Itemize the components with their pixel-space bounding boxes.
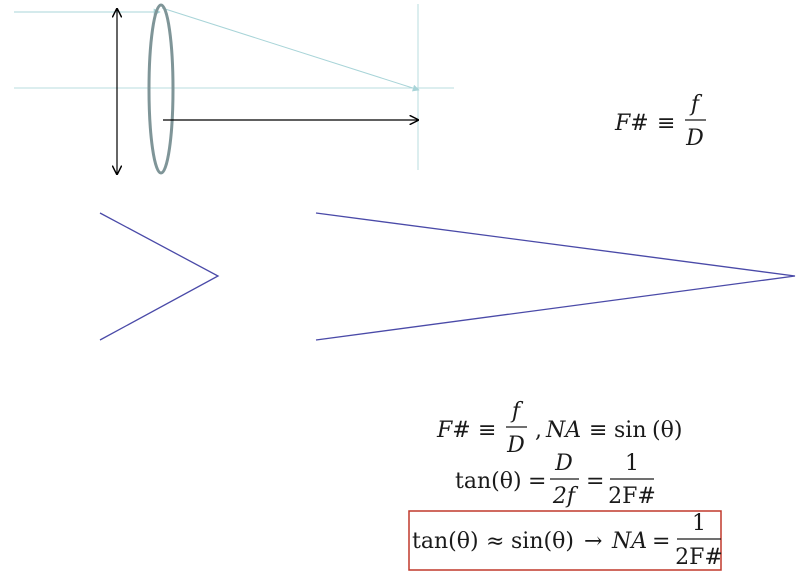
eq3-tan: tan(θ): [412, 529, 479, 554]
eq1-equiv: ≡: [478, 418, 496, 443]
eq1-equiv2: ≡: [589, 418, 607, 443]
eq2-den2: 2F#: [608, 484, 656, 509]
eq2-num1: D: [554, 451, 573, 476]
equation-line-2: tan(θ) = D 2f = 1 2F#: [455, 451, 656, 509]
eq1-num: f: [510, 399, 524, 424]
fnumber-symbol: F#: [614, 111, 649, 136]
fraction-denominator: D: [685, 126, 704, 151]
narrow-cone: [315, 212, 796, 341]
fnumber-definition: F# ≡ f D: [614, 92, 706, 151]
eq3-sin: sin(θ): [511, 529, 574, 554]
fraction-numerator: f: [689, 92, 703, 117]
eq2-num2: 1: [625, 451, 639, 476]
eq1-den: D: [506, 433, 525, 458]
eq3-na: NA: [611, 529, 647, 554]
equation-line-1: F# ≡ f D , NA ≡ sin (θ): [436, 399, 682, 458]
eq3-eq: =: [652, 529, 670, 554]
eq2-eq: =: [528, 469, 546, 494]
eq1-na: NA: [545, 418, 581, 443]
eq1-fnumber: F#: [436, 418, 471, 443]
wide-cone: [99, 212, 220, 341]
eq3-den: 2F#: [675, 545, 723, 570]
result-box: [408, 510, 722, 571]
eq3-approx: ≈: [486, 529, 504, 554]
eq1-comma: ,: [535, 418, 542, 443]
equation-line-3: tan(θ) ≈ sin(θ) → NA = 1 2F#: [408, 510, 723, 571]
equiv-symbol: ≡: [657, 111, 675, 136]
eq3-arrow: →: [584, 529, 602, 554]
eq2-den1: 2f: [552, 484, 579, 509]
eq1-theta: (θ): [652, 418, 682, 443]
cone-diagrams: [99, 212, 796, 341]
eq2-eq2: =: [586, 469, 604, 494]
eq3-num: 1: [692, 511, 706, 536]
eq1-sin: sin: [614, 418, 647, 443]
lens-icon: [147, 3, 175, 175]
refracted-ray: [161, 7, 420, 92]
lens-diagram: [14, 3, 454, 175]
eq2-tan: tan(θ): [455, 469, 522, 494]
